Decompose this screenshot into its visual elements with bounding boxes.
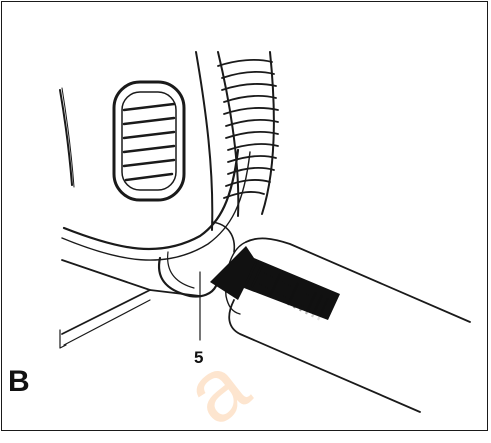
socket-5 <box>157 256 218 298</box>
insertion-arrow-icon <box>210 246 340 321</box>
figure-label: B <box>8 365 30 398</box>
vent-ribs <box>217 59 279 199</box>
body-bottom-curve <box>62 148 240 251</box>
vent-grille-icon <box>112 80 186 202</box>
part-label-5: 5 <box>194 348 204 367</box>
tube-body <box>245 237 471 323</box>
housing-outline <box>195 51 214 231</box>
base-plate <box>61 259 201 297</box>
appliance-illustration <box>59 51 471 413</box>
body-left-edge <box>59 89 73 186</box>
